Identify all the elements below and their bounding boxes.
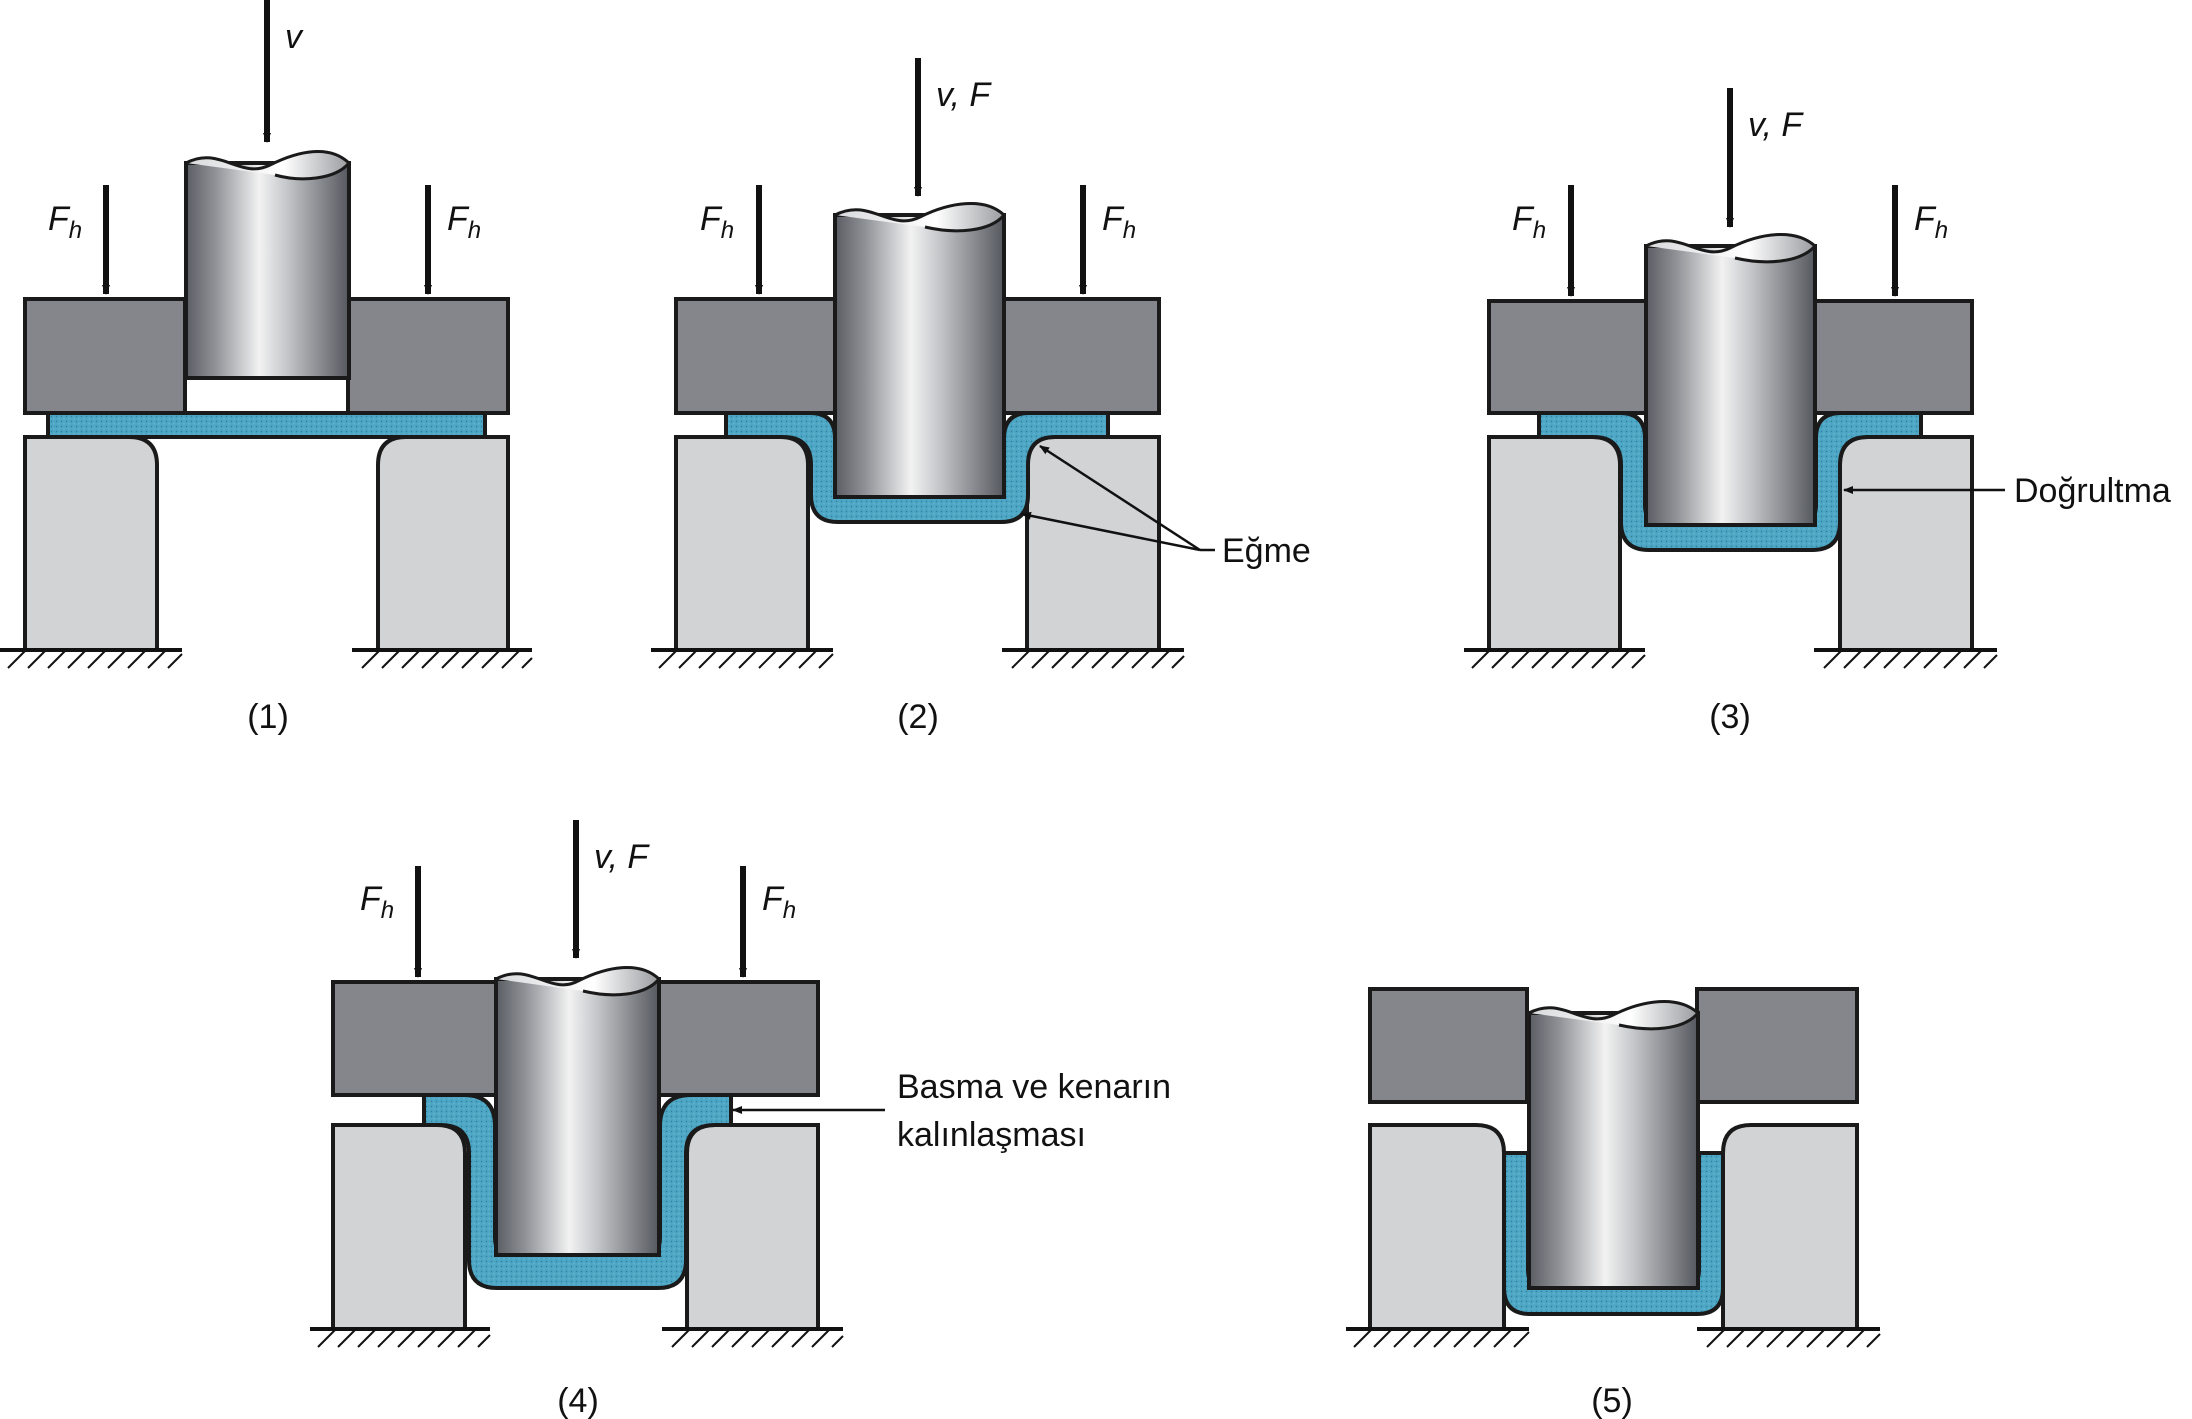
blank-holder-left — [1368, 987, 1529, 1104]
callout-thickening-label-line1: Basma ve kenarın — [897, 1068, 1171, 1106]
punch — [1644, 233, 1818, 527]
holder-force-label-right: Fh — [447, 200, 481, 244]
die-right — [1025, 435, 1161, 652]
punch-force-label: v, F — [1748, 106, 1804, 144]
ground-hatching — [1346, 1327, 1881, 1348]
die-left — [331, 1123, 467, 1331]
callout-leader-1 — [1039, 444, 1201, 552]
blank-holder-left — [674, 297, 838, 415]
callout-thickening-label-line2: kalınlaşması — [897, 1116, 1086, 1154]
blank-holder-right — [656, 980, 820, 1097]
punch — [1527, 1000, 1701, 1290]
blank-holder-left — [23, 297, 187, 415]
die-right — [1838, 435, 1974, 652]
panel-5: (5) — [1346, 987, 1881, 1419]
blank-holder-right — [1695, 987, 1859, 1104]
caption-1: (1) — [247, 698, 289, 736]
holder-force-label-left: Fh — [360, 880, 394, 924]
holder-force-label-right: Fh — [1914, 200, 1948, 244]
blank-holder-right — [346, 297, 510, 415]
blank-holder-left — [1487, 299, 1649, 415]
punch-velocity-label: v — [285, 18, 304, 56]
die-right — [685, 1123, 820, 1331]
die-left — [674, 435, 810, 652]
holder-force-label-left: Fh — [1512, 200, 1546, 244]
callout-straightening-label: Doğrultma — [2014, 472, 2171, 510]
callout-bending-label: Eğme — [1222, 532, 1311, 570]
die-right — [376, 435, 510, 652]
ground-hatching — [1464, 648, 1998, 669]
punch — [184, 150, 352, 380]
caption-2: (2) — [897, 698, 939, 736]
holder-force-label-left: Fh — [700, 200, 734, 244]
holder-force-label-left: Fh — [48, 200, 82, 244]
holder-force-label-right: Fh — [1102, 200, 1136, 244]
sheet-blank — [46, 411, 487, 439]
blank-holder-right — [1812, 299, 1974, 415]
caption-5: (5) — [1591, 1382, 1633, 1419]
punch — [833, 202, 1007, 499]
blank-holder-left — [331, 980, 499, 1097]
die-left — [1487, 435, 1622, 652]
panel-3: v, F Fh Fh Doğrultma (3) — [1464, 88, 2171, 736]
punch-force-label: v, F — [594, 838, 650, 876]
panel-4: v, F Fh Fh Basma ve kenarın kalınlaşması… — [310, 820, 1171, 1419]
punch — [494, 966, 662, 1257]
die-right — [1721, 1123, 1859, 1331]
ground-hatching — [310, 1327, 844, 1348]
caption-4: (4) — [557, 1382, 599, 1419]
die-left — [1368, 1123, 1506, 1331]
blank-holder-right — [997, 297, 1161, 415]
punch-force-label: v, F — [936, 76, 992, 114]
panel-1: v Fh Fh (1) — [0, 0, 533, 736]
ground-hatching — [0, 648, 533, 669]
holder-force-label-right: Fh — [762, 880, 796, 924]
callout-leader-2 — [1021, 511, 1201, 552]
caption-3: (3) — [1709, 698, 1751, 736]
ground-hatching — [651, 648, 1185, 669]
panel-2: v, F Fh Fh Eğme (2) — [651, 58, 1311, 736]
die-left — [23, 435, 159, 652]
